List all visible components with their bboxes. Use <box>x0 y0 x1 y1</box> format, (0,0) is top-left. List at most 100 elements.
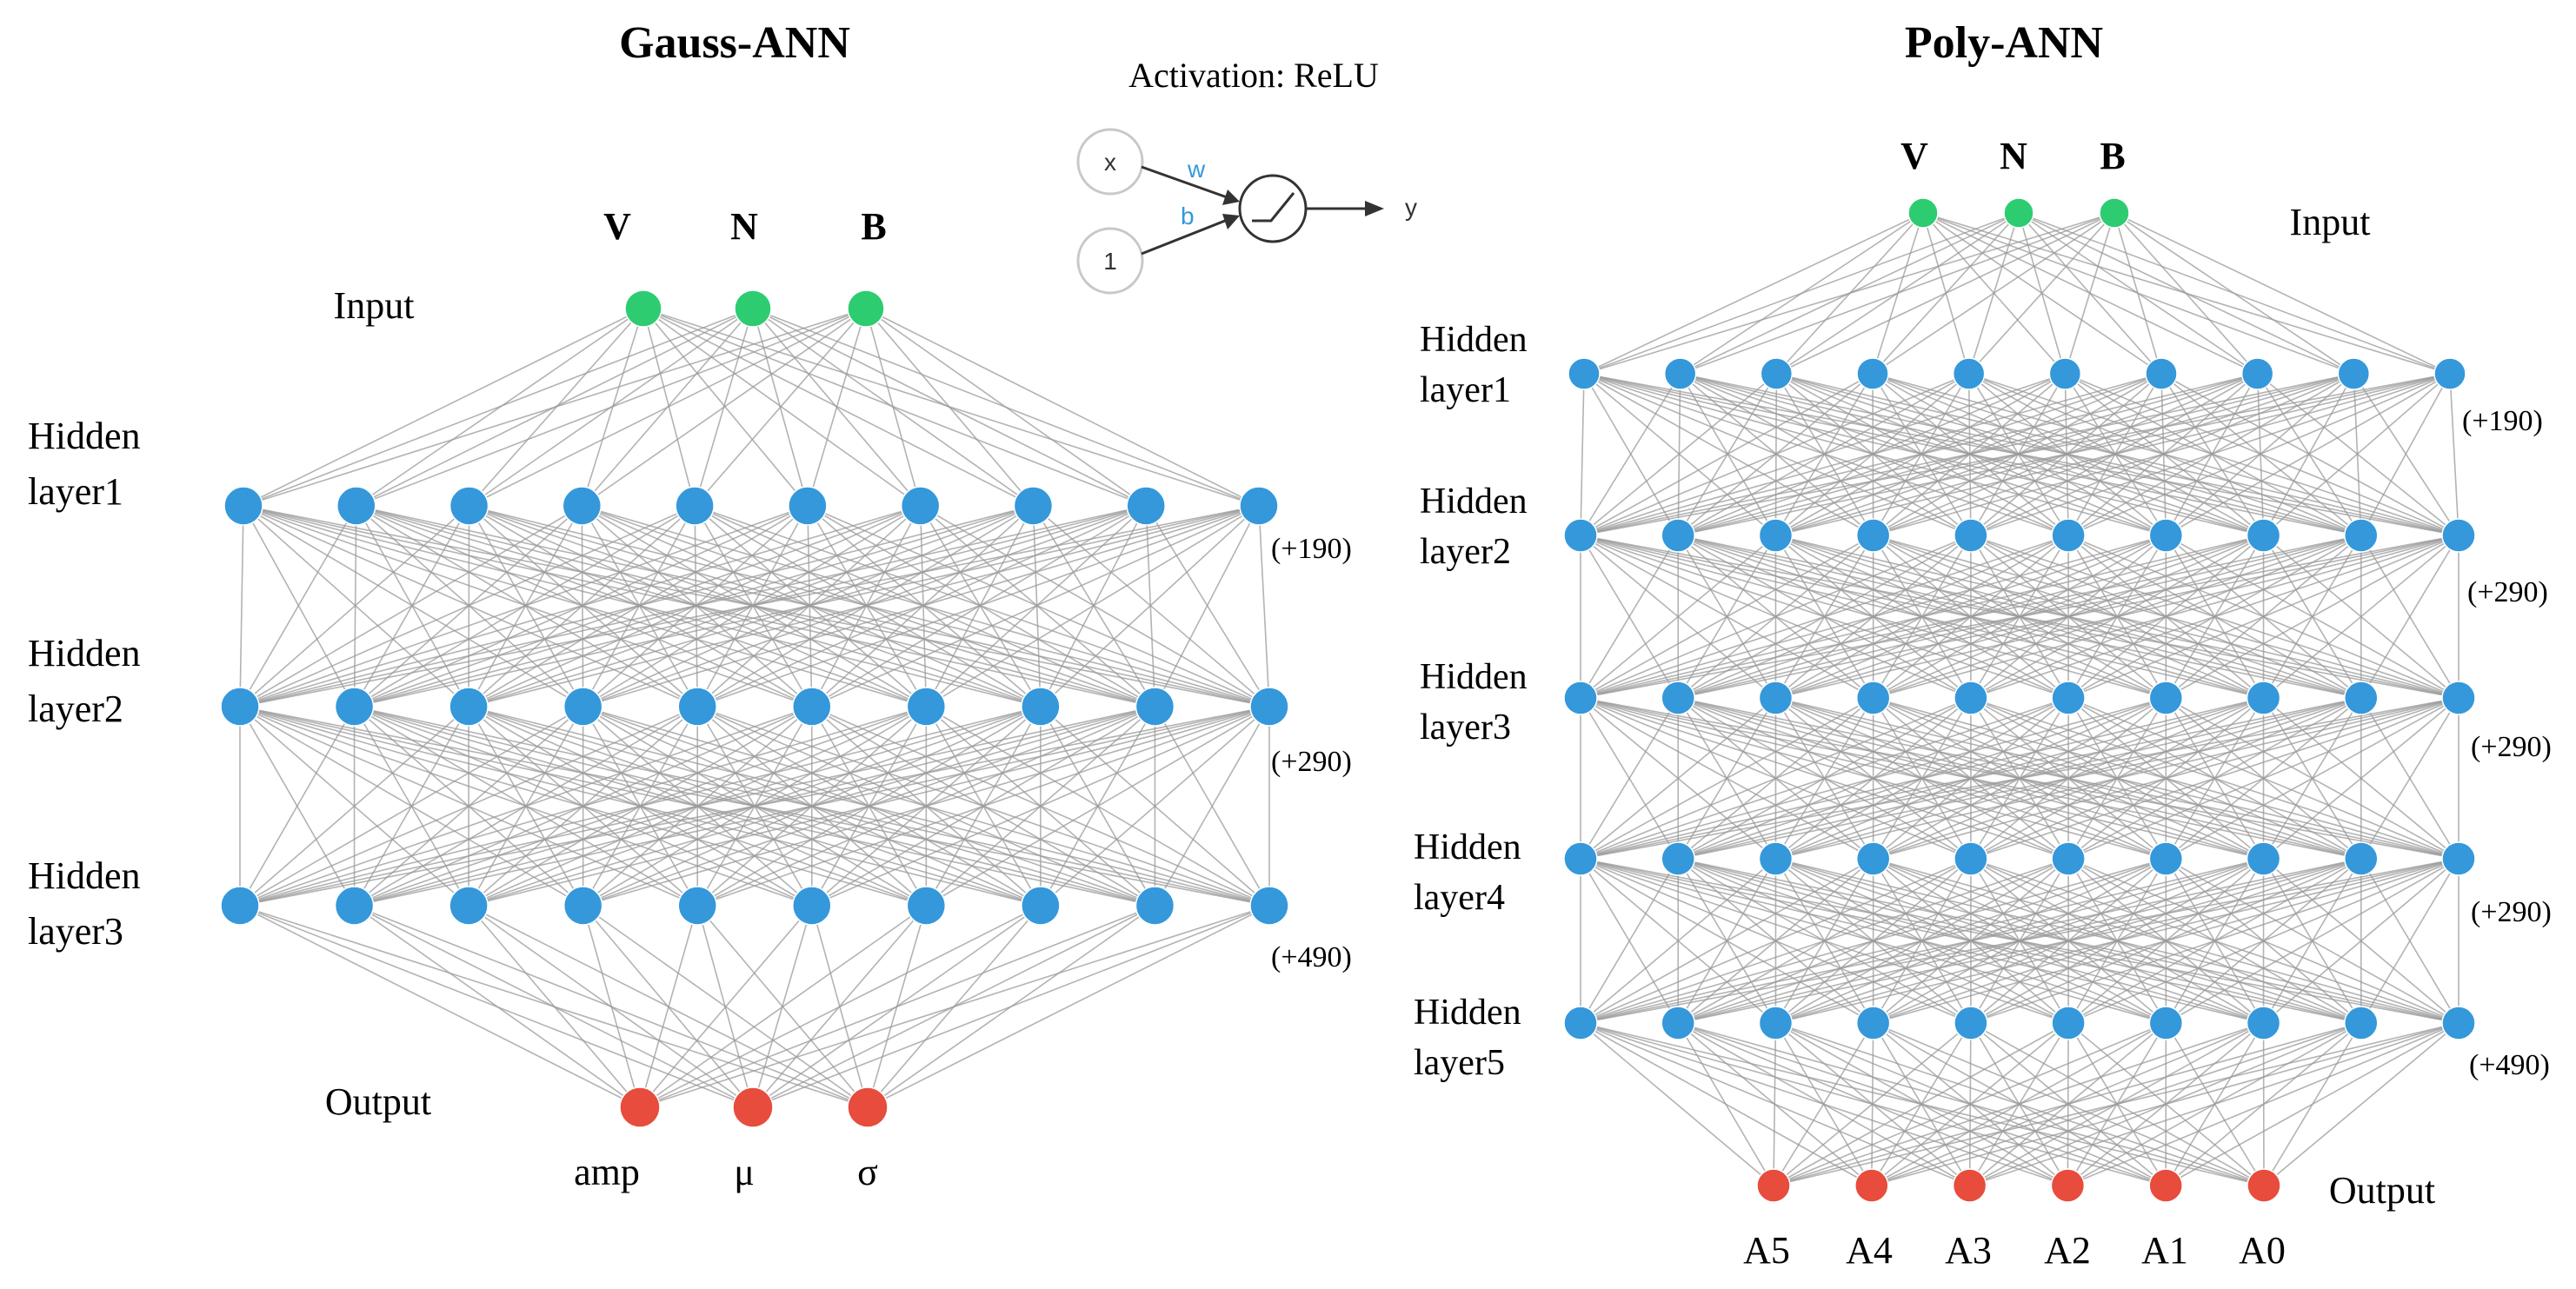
gauss-edge-hidden3-to-output <box>639 905 927 1108</box>
activation-weight: w <box>1187 156 1206 183</box>
gauss-hidden3-node-5 <box>677 886 717 926</box>
poly-edge-hidden4-to-hidden5 <box>2165 858 2460 1024</box>
gauss-edge-hidden2-to-hidden3 <box>811 706 1270 907</box>
poly-edge-hidden5-to-output <box>2165 1022 2460 1186</box>
poly-edge-hidden3-to-hidden4 <box>1678 697 2460 860</box>
poly-edge-input-to-hidden1 <box>2113 212 2354 375</box>
poly-hidden1-node-3 <box>1760 357 1794 390</box>
poly-hidden3-label-line2: layer3 <box>1420 708 1511 747</box>
gauss-edge-hidden3-to-output <box>582 905 641 1108</box>
gauss-output-node-2 <box>732 1086 774 1128</box>
poly-edge-input-to-hidden1 <box>1872 212 2115 375</box>
poly-hidden4-node-6 <box>2051 841 2086 876</box>
poly-title: Poly-ANN <box>1905 18 2103 68</box>
gauss-hidden1-label-line2: layer1 <box>28 470 123 513</box>
poly-hidden4-label-line1: Hidden <box>1414 827 1521 867</box>
poly-input-name-v: V <box>1900 135 1928 177</box>
gauss-output-node-1 <box>619 1086 661 1128</box>
poly-hidden5-node-7 <box>2148 1006 2184 1040</box>
gauss-edge-hidden1-to-hidden2 <box>1258 505 1270 708</box>
gauss-edge-input-to-hidden1 <box>865 308 922 507</box>
gauss-hidden2-node-1 <box>220 687 260 727</box>
poly-hidden4-node-1 <box>1563 841 1598 876</box>
gauss-edge-hidden1-to-hidden2 <box>239 505 1147 708</box>
gauss-edge-hidden1-to-hidden2 <box>468 505 1260 708</box>
poly-edge-hidden1-to-hidden2 <box>1580 373 1969 536</box>
gauss-hidden2-node-7 <box>906 687 947 727</box>
poly-output-node-5 <box>2148 1168 2183 1203</box>
gauss-hidden2-node-3 <box>449 687 489 727</box>
poly-hidden1-label-line1: Hidden <box>1420 320 1528 360</box>
poly-edge-hidden4-to-hidden5 <box>1580 858 1776 1024</box>
poly-output-node-6 <box>2247 1168 2281 1203</box>
gauss-edge-input-to-hidden1 <box>642 308 1260 507</box>
poly-edge-hidden5-to-output <box>1773 1022 2167 1186</box>
poly-hidden3-node-8 <box>2246 681 2281 715</box>
gauss-hidden2-node-2 <box>334 687 375 727</box>
poly-edge-hidden1-to-hidden2 <box>2360 373 2451 536</box>
gauss-edge-hidden2-to-hidden3 <box>354 706 1270 907</box>
activation-input-one-circle <box>1076 227 1144 295</box>
poly-hidden3-node-3 <box>1758 681 1794 715</box>
gauss-edge-hidden2-to-hidden3 <box>582 706 1270 907</box>
gauss-hidden1-node-1 <box>223 486 263 526</box>
gauss-edge-hidden2-to-hidden3 <box>1154 706 1270 907</box>
poly-edge-hidden5-to-output <box>1677 1022 1774 1186</box>
poly-edge-hidden1-to-hidden2 <box>2067 373 2451 536</box>
poly-hidden4-node-9 <box>2344 841 2379 876</box>
gauss-edge-hidden1-to-hidden2 <box>925 505 1260 708</box>
poly-output-node-4 <box>2050 1168 2086 1203</box>
gauss-edge-hidden1-to-hidden2 <box>1040 505 1260 708</box>
poly-hidden3-node-5 <box>1954 681 1988 715</box>
poly-hidden1-node-9 <box>2337 357 2371 390</box>
poly-output-node-3 <box>1952 1168 1987 1203</box>
gauss-input-name-b: B <box>861 205 886 248</box>
poly-edge-input-to-hidden1 <box>2064 212 2115 375</box>
gauss-hidden2-node-10 <box>1249 687 1289 727</box>
poly-edge-hidden3-to-hidden4 <box>1580 697 2264 860</box>
poly-edge-hidden3-to-hidden4 <box>2263 697 2460 860</box>
activation-edge-b <box>1141 217 1230 256</box>
gauss-hidden1-node-10 <box>1239 486 1279 526</box>
poly-edge-hidden4-to-hidden5 <box>1580 858 1972 1024</box>
poly-edge-input-to-hidden1 <box>2113 212 2259 375</box>
poly-edge-hidden3-to-hidden4 <box>1580 697 1874 860</box>
activation-neuron-circle <box>1238 174 1308 243</box>
poly-edge-hidden4-to-hidden5 <box>1678 858 2460 1024</box>
poly-hidden2-node-2 <box>1661 518 1695 553</box>
gauss-edge-input-to-hidden1 <box>642 308 922 507</box>
poly-edge-hidden2-to-hidden3 <box>1580 535 2167 699</box>
poly-output-name-a4: A4 <box>1846 1229 1893 1272</box>
poly-hidden2-node-3 <box>1758 518 1794 553</box>
gauss-hidden1-node-6 <box>788 486 828 526</box>
poly-hidden3-node-1 <box>1563 681 1598 715</box>
gauss-edge-input-to-hidden1 <box>694 308 867 507</box>
gauss-hidden2-node-6 <box>792 687 832 727</box>
gauss-edge-input-to-hidden1 <box>243 308 867 507</box>
gauss-edge-hidden2-to-hidden3 <box>468 706 1270 907</box>
poly-edge-hidden2-to-hidden3 <box>1678 535 2460 699</box>
gauss-edge-hidden3-to-output <box>354 905 641 1108</box>
poly-hidden5-node-5 <box>1954 1006 1988 1040</box>
poly-edge-hidden1-to-hidden2 <box>1580 373 2066 536</box>
activation-bias: b <box>1181 203 1195 229</box>
gauss-edge-hidden3-to-output <box>639 905 1270 1108</box>
poly-edge-hidden2-to-hidden3 <box>2067 535 2460 699</box>
gauss-input-label: Input <box>334 284 415 327</box>
gauss-edge-hidden2-to-hidden3 <box>239 706 813 907</box>
gauss-edge-hidden2-to-hidden3 <box>1040 706 1270 907</box>
poly-hidden5-node-2 <box>1661 1006 1695 1040</box>
gauss-hidden3-node-6 <box>792 886 832 926</box>
poly-output-node-2 <box>1854 1168 1889 1203</box>
nodes-layer <box>220 197 2476 1203</box>
poly-edge-hidden3-to-hidden4 <box>2067 697 2460 860</box>
poly-edge-hidden5-to-output <box>1773 1022 1874 1186</box>
poly-edge-input-to-hidden1 <box>1680 212 2115 375</box>
gauss-edge-hidden2-to-hidden3 <box>239 706 469 907</box>
poly-hidden2-node-4 <box>1855 518 1891 553</box>
gauss-hidden2-node-5 <box>677 687 717 727</box>
poly-edge-hidden1-to-hidden2 <box>2165 373 2451 536</box>
gauss-hidden1-label-line1: Hidden <box>28 415 141 457</box>
gauss-hidden1-node-8 <box>1013 486 1054 526</box>
poly-edge-hidden1-to-hidden2 <box>2263 373 2451 536</box>
